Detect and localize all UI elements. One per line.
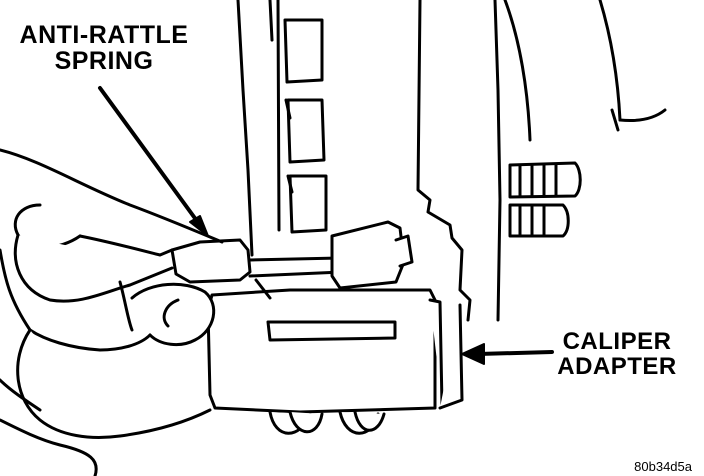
- caliper-adapter-body: [206, 288, 464, 435]
- caliper-adapter-label: CALIPER ADAPTER: [548, 328, 686, 381]
- anti-rattle-arrowhead: [189, 215, 209, 237]
- caliper-label-line1: CALIPER: [562, 328, 672, 355]
- figure-code: 80b34d5a: [634, 459, 692, 474]
- caliper-arrowhead: [461, 343, 485, 365]
- wheel-studs: [508, 161, 582, 238]
- anti-rattle-label-line2: SPRING: [54, 47, 154, 76]
- anti-rattle-spring-label: ANTI-RATTLE SPRING: [6, 22, 202, 75]
- anti-rattle-spring-part: [170, 220, 414, 300]
- callout-arrows: [98, 86, 554, 365]
- anti-rattle-leader: [98, 86, 207, 234]
- rotor-hub: [236, 0, 667, 322]
- caliper-leader: [476, 350, 554, 356]
- rotor-slots: [283, 18, 328, 234]
- caliper-label-line2: ADAPTER: [557, 353, 677, 381]
- anti-rattle-label-line1: ANTI-RATTLE: [19, 21, 189, 49]
- hand: [0, 148, 224, 476]
